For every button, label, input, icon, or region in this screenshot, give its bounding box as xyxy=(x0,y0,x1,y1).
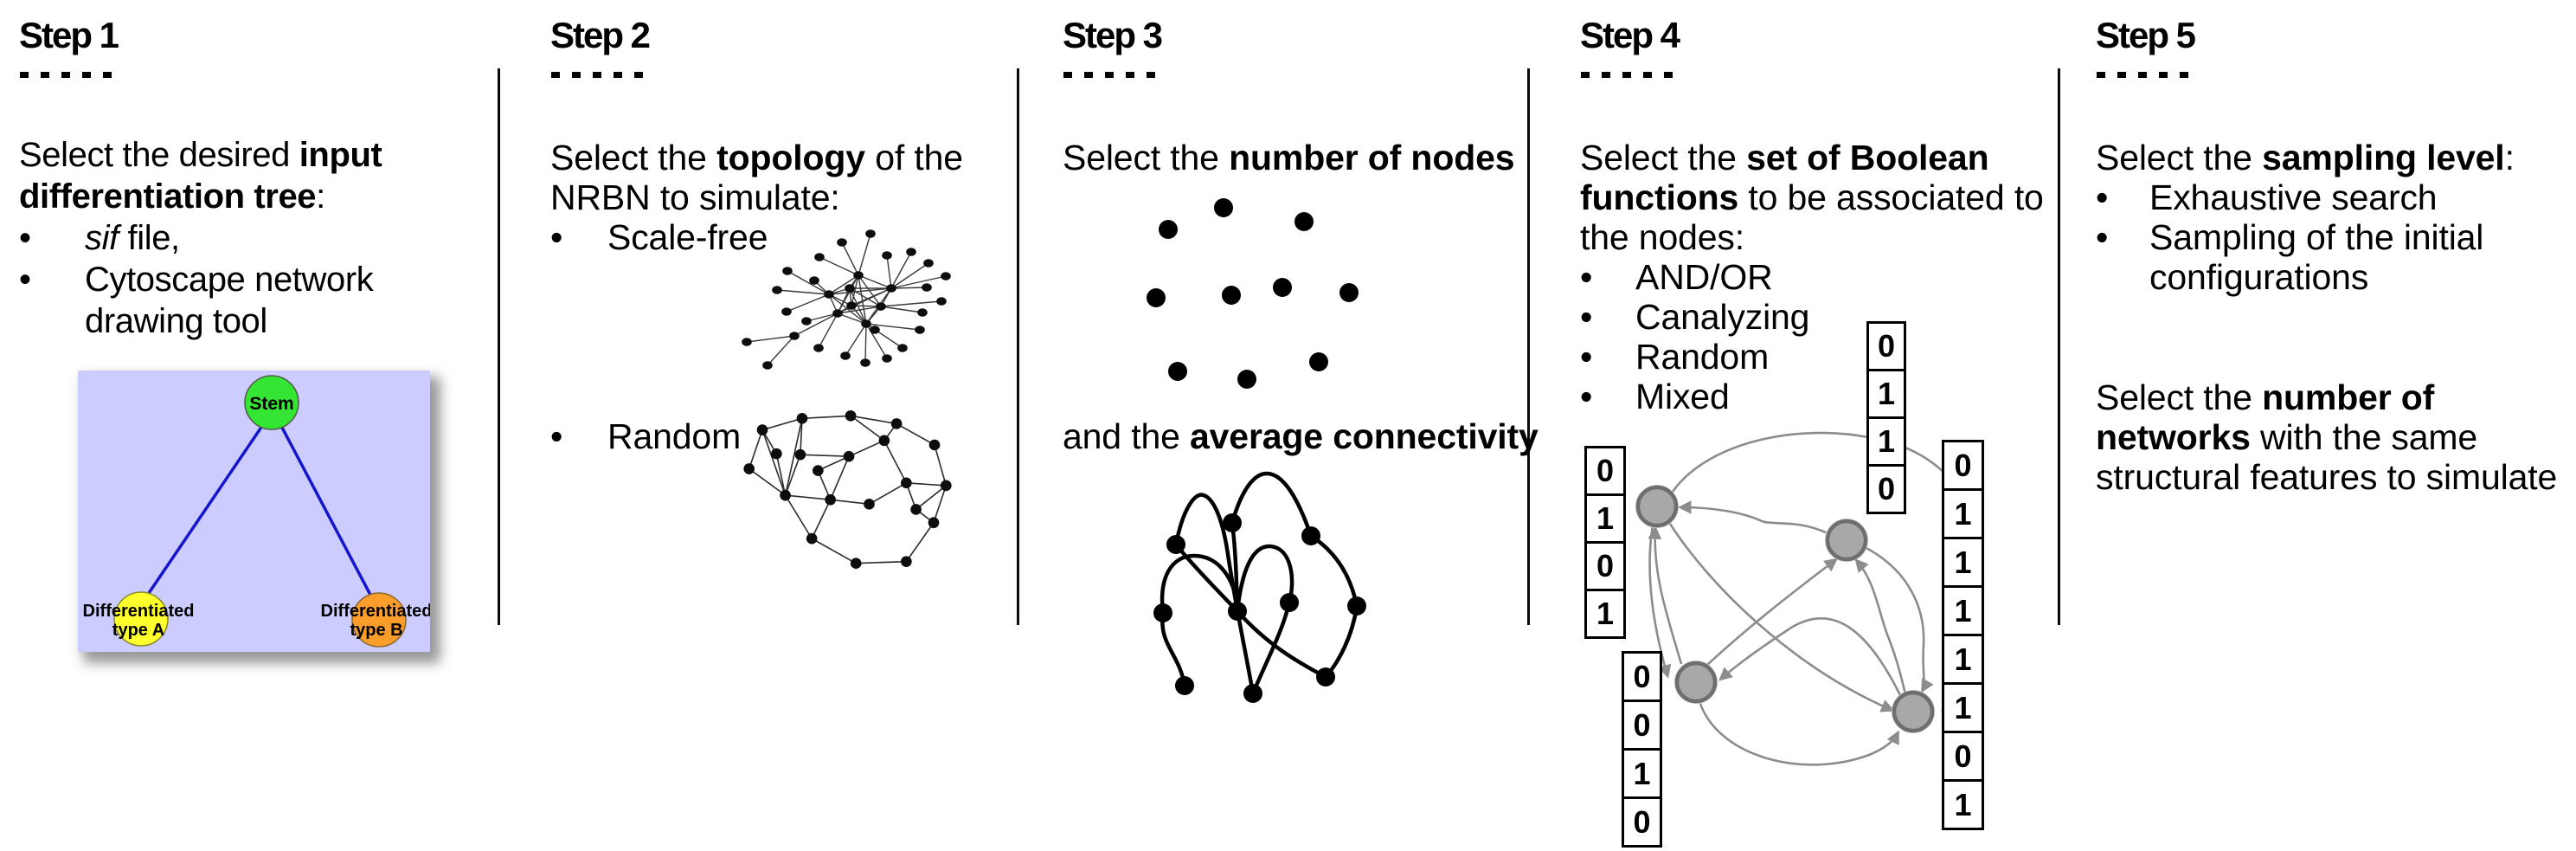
svg-text:Differentiated: Differentiated xyxy=(83,602,195,621)
svg-text:Differentiated: Differentiated xyxy=(321,602,430,621)
svg-text:type B: type B xyxy=(350,621,402,640)
svg-text:Stem: Stem xyxy=(249,394,293,414)
svg-text:type A: type A xyxy=(112,621,164,640)
